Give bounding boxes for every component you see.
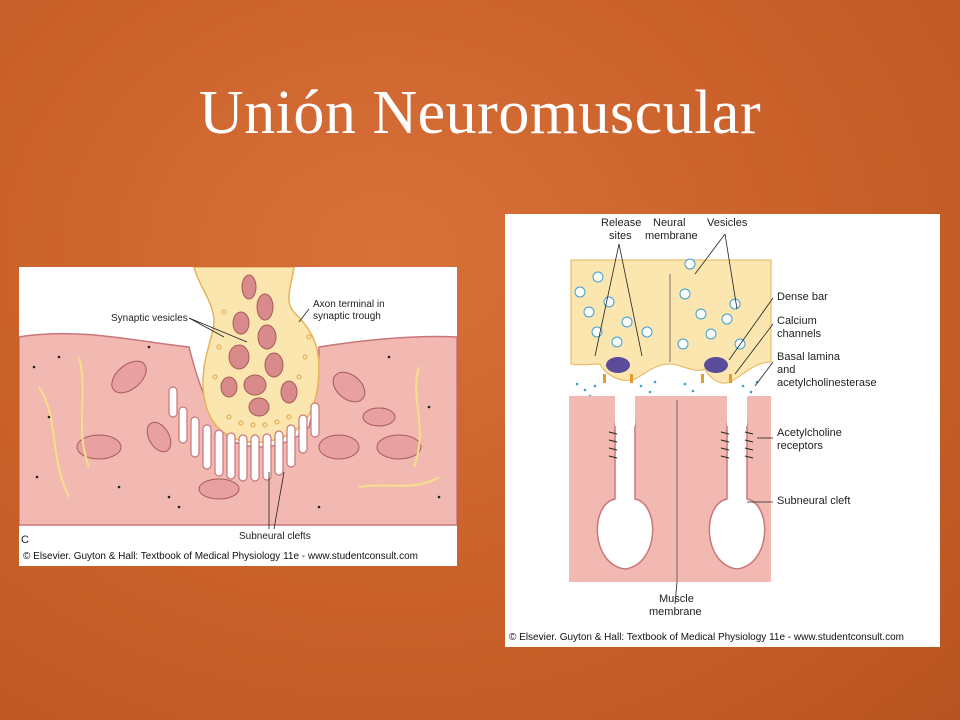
subneural-clefts bbox=[596, 423, 766, 570]
right-figure-caption: © Elsevier. Guyton & Hall: Textbook of M… bbox=[505, 629, 940, 647]
label-basal-line1: Basal lamina bbox=[777, 351, 841, 363]
label-vesicles: Vesicles bbox=[707, 217, 748, 229]
neural-terminal bbox=[570, 259, 772, 384]
axon-mitochondria bbox=[220, 274, 298, 417]
label-subneural-clefts: Subneural clefts bbox=[239, 531, 311, 542]
dense-bar-left bbox=[606, 357, 630, 373]
left-figure-caption: © Elsevier. Guyton & Hall: Textbook of M… bbox=[19, 548, 457, 566]
label-ach-line1: Acetylcholine bbox=[777, 427, 842, 439]
leader-lines bbox=[594, 233, 774, 605]
label-release-line2: sites bbox=[609, 230, 632, 242]
label-dense-bar: Dense bar bbox=[777, 291, 828, 303]
synaptic-detail-illustration: Release sites Neural membrane Vesicles D… bbox=[569, 217, 877, 618]
slide-title: Unión Neuromuscular bbox=[198, 79, 762, 147]
junction-illustration: Synaptic vesicles Axon terminal in synap… bbox=[19, 267, 457, 546]
leader-lines bbox=[188, 308, 310, 530]
label-ach-line2: receptors bbox=[777, 440, 823, 452]
label-muscle-line1: Muscle bbox=[659, 593, 694, 605]
label-calcium-line1: Calcium bbox=[777, 315, 817, 327]
label-axon-terminal-line1: Axon terminal in bbox=[313, 299, 385, 310]
label-release-line1: Release bbox=[601, 217, 641, 229]
acetylcholine-receptors bbox=[608, 431, 754, 459]
synaptic-vesicles bbox=[212, 309, 312, 428]
label-neural-line2: membrane bbox=[645, 230, 698, 242]
junctional-folds bbox=[168, 386, 320, 482]
released-acetylcholine bbox=[575, 380, 759, 398]
label-basal-line2: and bbox=[777, 364, 795, 376]
label-synaptic-vesicles: Synaptic vesicles bbox=[111, 313, 188, 324]
label-basal-line3: acetylcholinesterase bbox=[777, 377, 877, 389]
neuromuscular-junction-figure: Synaptic vesicles Axon terminal in synap… bbox=[19, 267, 457, 566]
label-axon-terminal-line2: synaptic trough bbox=[313, 311, 381, 322]
label-muscle-line2: membrane bbox=[649, 606, 702, 618]
dense-bar-right bbox=[704, 357, 728, 373]
label-neural-line1: Neural bbox=[653, 217, 685, 229]
muscle-mitochondria bbox=[76, 360, 422, 500]
cleft-opening-left bbox=[615, 396, 635, 426]
panel-letter: C bbox=[21, 534, 29, 546]
muscle-fibrils bbox=[38, 356, 440, 498]
synaptic-detail-figure: Release sites Neural membrane Vesicles D… bbox=[505, 214, 940, 647]
label-subneural-cleft: Subneural cleft bbox=[777, 495, 850, 507]
cleft-opening-right bbox=[727, 396, 747, 426]
muscle-granules bbox=[32, 345, 441, 509]
label-calcium-line2: channels bbox=[777, 328, 822, 340]
calcium-channels bbox=[603, 374, 732, 383]
